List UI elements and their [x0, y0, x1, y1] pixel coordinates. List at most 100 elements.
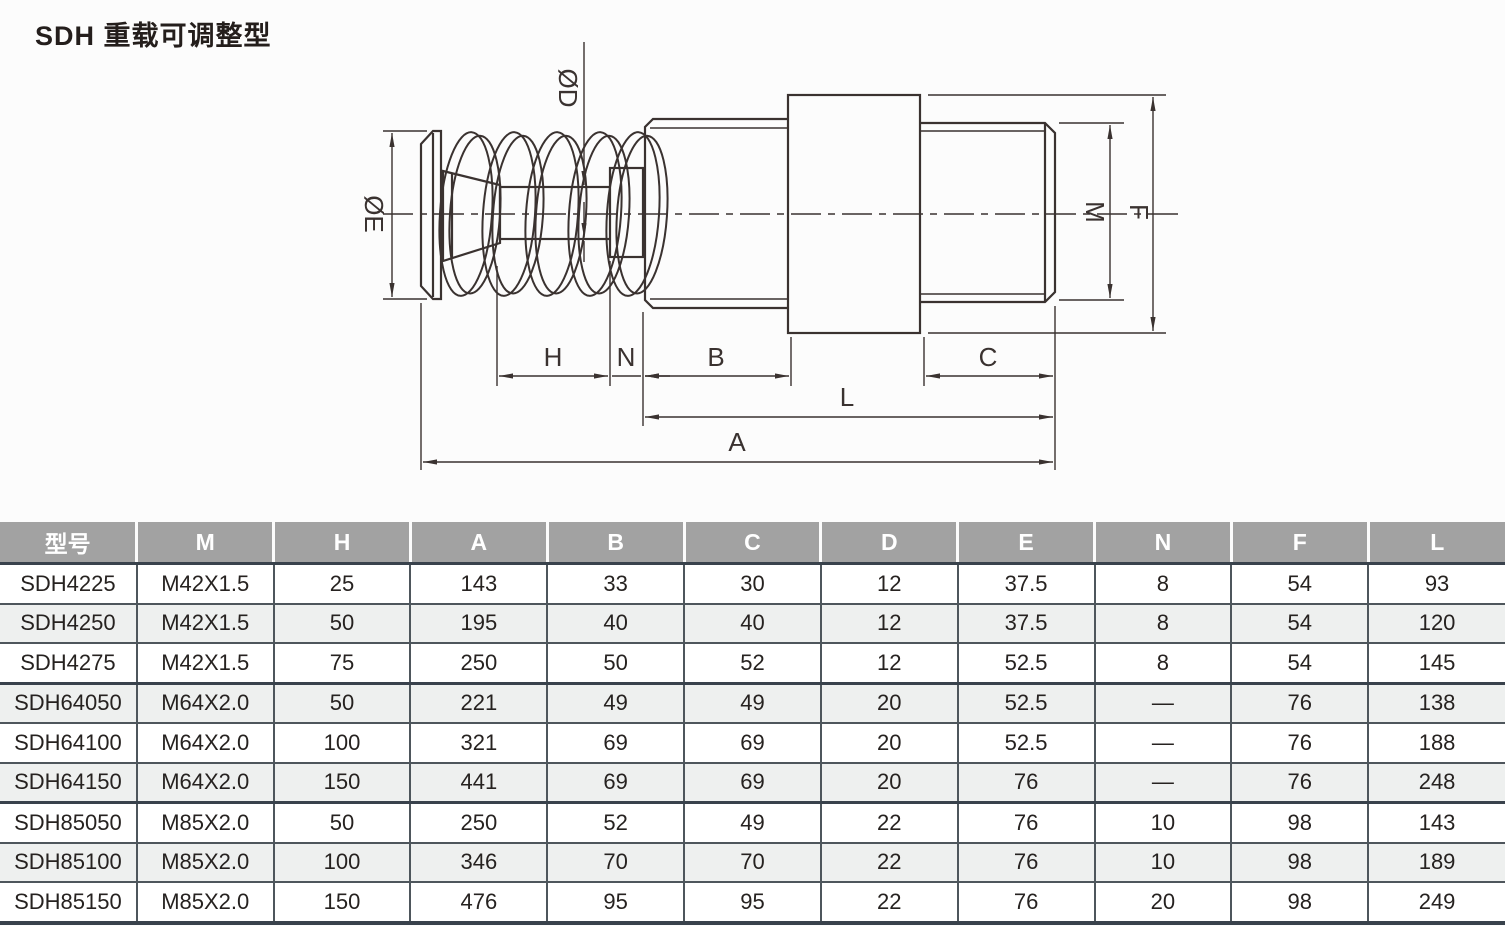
col-header-E: E	[956, 522, 1096, 565]
value-cell-D: 12	[819, 643, 959, 683]
value-cell-E: 76	[956, 802, 1096, 843]
col-header-A: A	[408, 522, 549, 565]
value-cell-B: 95	[546, 882, 686, 923]
value-cell-C: 30	[683, 563, 822, 604]
value-cell-E: 37.5	[956, 563, 1096, 604]
value-cell-A: 346	[409, 842, 549, 882]
value-cell-M: M64X2.0	[135, 762, 275, 803]
col-header-M: M	[135, 522, 276, 565]
dim-label-oe: ØE	[359, 195, 389, 233]
dim-label-od: ØD	[553, 69, 583, 108]
value-cell-C: 95	[683, 882, 822, 923]
dim-n: N	[612, 342, 670, 379]
value-cell-E: 52.5	[956, 723, 1096, 763]
value-cell-L: 249	[1367, 882, 1505, 923]
value-cell-N: 10	[1093, 802, 1233, 843]
value-cell-D: 12	[819, 603, 959, 643]
value-cell-M: M85X2.0	[135, 842, 275, 882]
value-cell-L: 145	[1367, 643, 1505, 683]
dim-label-h: H	[544, 342, 563, 372]
value-cell-N: 20	[1093, 882, 1233, 923]
value-cell-B: 40	[546, 603, 686, 643]
value-cell-B: 69	[546, 723, 686, 763]
value-cell-M: M64X2.0	[135, 683, 275, 723]
dim-c: C	[926, 342, 1053, 379]
value-cell-H: 100	[272, 723, 412, 763]
col-header-B: B	[545, 522, 686, 565]
dim-label-c: C	[979, 342, 998, 372]
dim-h: H	[499, 342, 608, 379]
extension-lines	[420, 261, 1056, 470]
value-cell-F: 76	[1230, 683, 1370, 723]
body-thread-right	[917, 121, 1057, 304]
value-cell-B: 49	[546, 683, 686, 723]
value-cell-N: —	[1093, 762, 1233, 803]
value-cell-D: 20	[819, 723, 959, 763]
value-cell-A: 441	[409, 762, 549, 803]
dim-b: B	[645, 342, 789, 379]
col-header-H: H	[272, 522, 412, 565]
value-cell-M: M64X2.0	[135, 723, 275, 763]
value-cell-F: 54	[1230, 563, 1370, 604]
value-cell-C: 40	[683, 603, 822, 643]
value-cell-A: 195	[409, 603, 549, 643]
value-cell-A: 250	[409, 643, 549, 683]
value-cell-E: 37.5	[956, 603, 1096, 643]
value-cell-H: 25	[272, 563, 412, 604]
value-cell-C: 49	[683, 683, 822, 723]
end-flange	[419, 129, 443, 301]
value-cell-N: 8	[1093, 603, 1233, 643]
value-cell-F: 54	[1230, 603, 1370, 643]
value-cell-E: 52.5	[956, 683, 1096, 723]
value-cell-N: —	[1093, 683, 1233, 723]
dim-l: L	[645, 382, 1053, 420]
value-cell-L: 93	[1367, 563, 1505, 604]
dim-label-a: A	[728, 427, 746, 457]
value-cell-H: 150	[272, 762, 412, 803]
value-cell-C: 69	[683, 762, 822, 803]
value-cell-L: 120	[1367, 603, 1505, 643]
value-cell-C: 52	[683, 643, 822, 683]
model-cell: SDH4275	[0, 643, 138, 683]
dim-label-m: M	[1080, 201, 1110, 223]
page-title: SDH 重载可调整型	[35, 21, 272, 51]
value-cell-F: 76	[1230, 723, 1370, 763]
value-cell-M: M42X1.5	[135, 563, 275, 604]
dim-a: A	[423, 427, 1053, 465]
model-cell: SDH85100	[0, 842, 138, 882]
dim-label-l: L	[840, 382, 854, 412]
value-cell-F: 98	[1230, 882, 1370, 923]
value-cell-H: 100	[272, 842, 412, 882]
value-cell-H: 50	[272, 802, 412, 843]
value-cell-B: 69	[546, 762, 686, 803]
value-cell-H: 150	[272, 882, 412, 923]
value-cell-L: 248	[1367, 762, 1505, 803]
model-cell: SDH64100	[0, 723, 138, 763]
value-cell-E: 76	[956, 842, 1096, 882]
model-cell: SDH4250	[0, 603, 138, 643]
value-cell-H: 75	[272, 643, 412, 683]
value-cell-M: M42X1.5	[135, 643, 275, 683]
value-cell-N: —	[1093, 723, 1233, 763]
col-header-C: C	[682, 522, 823, 565]
dim-flange-diameter: ØE	[359, 130, 427, 300]
value-cell-E: 52.5	[956, 643, 1096, 683]
value-cell-H: 50	[272, 603, 412, 643]
model-cell: SDH64050	[0, 683, 138, 723]
value-cell-B: 50	[546, 643, 686, 683]
dim-label-n: N	[617, 342, 636, 372]
value-cell-D: 22	[819, 802, 959, 843]
value-cell-D: 22	[819, 882, 959, 923]
value-cell-A: 476	[409, 882, 549, 923]
value-cell-C: 69	[683, 723, 822, 763]
